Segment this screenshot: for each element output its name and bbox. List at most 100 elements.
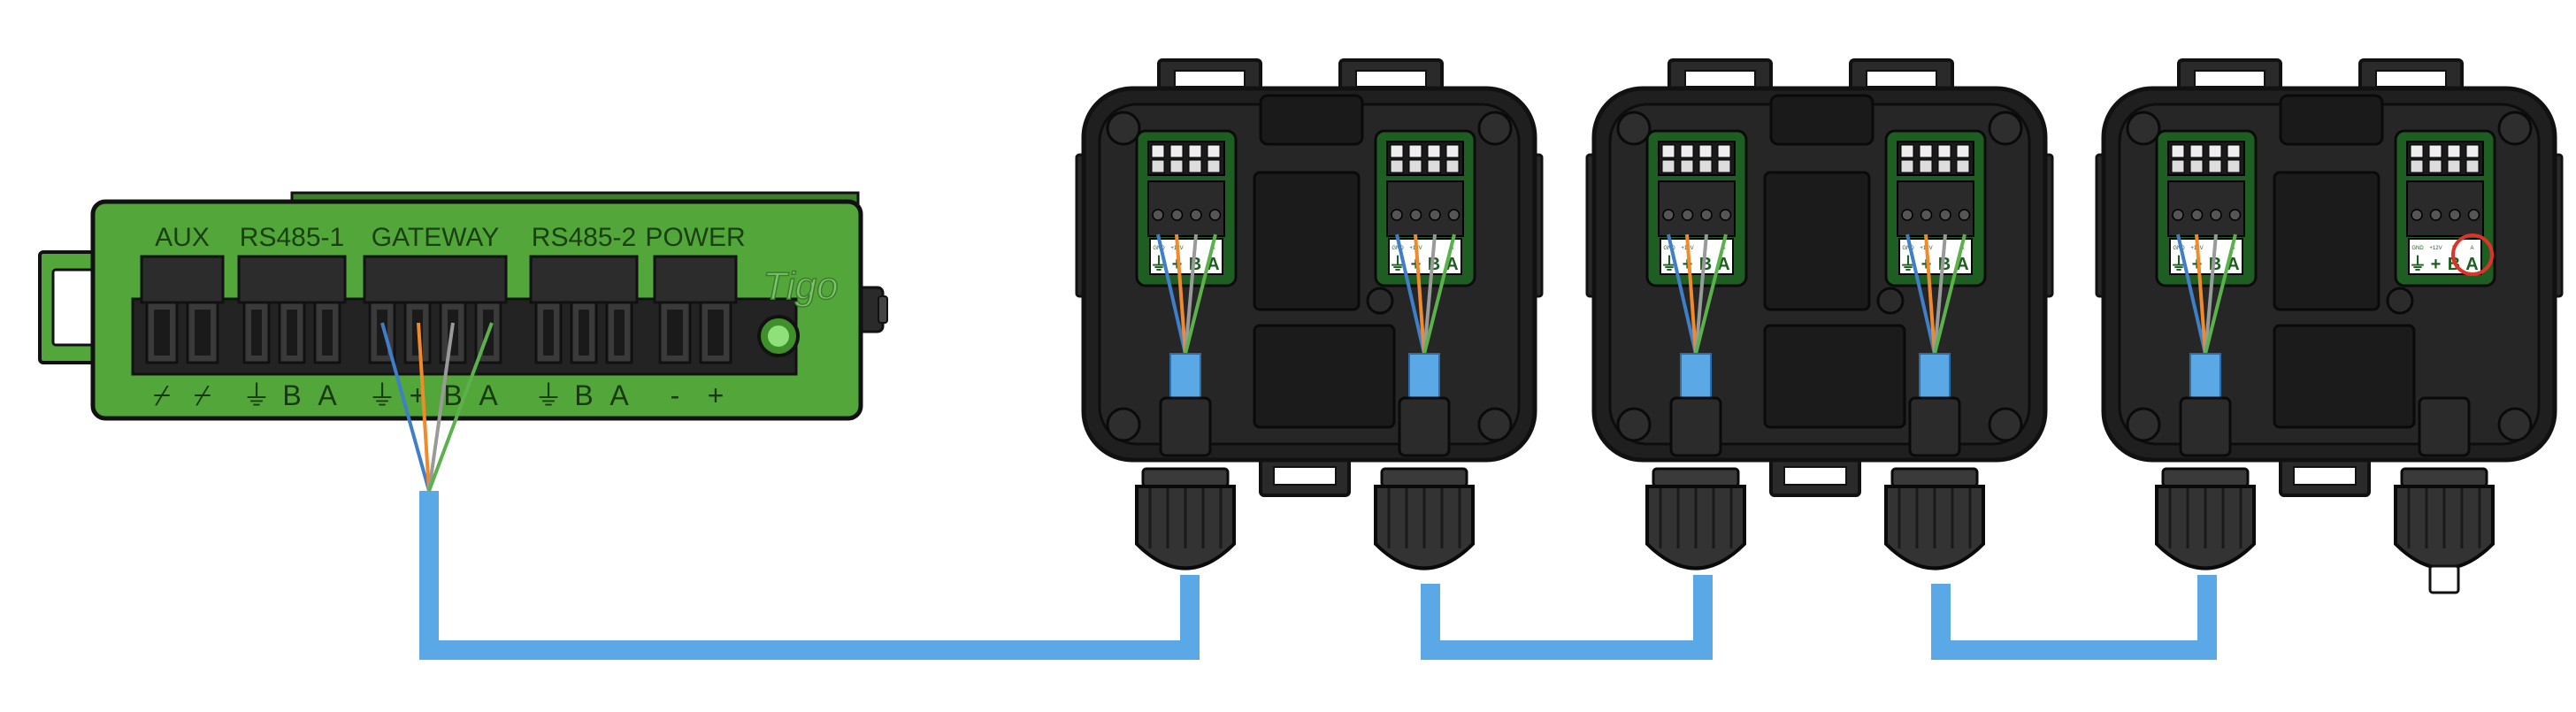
cable-entry	[1398, 396, 1451, 457]
cable-gland	[2155, 467, 2256, 570]
screw-terminal[interactable]	[1409, 209, 1422, 221]
screw-terminal[interactable]	[2190, 209, 2204, 221]
gland-plug	[2428, 564, 2460, 594]
cable-sheath	[1169, 353, 1201, 399]
screw-terminal[interactable]	[1447, 209, 1460, 221]
port-label: +	[1683, 255, 1693, 274]
wire-orange	[1175, 234, 1187, 355]
wire-gray	[1422, 234, 1437, 355]
screw-terminal[interactable]	[1700, 209, 1713, 221]
wire-green	[427, 322, 494, 492]
cable-gland	[1374, 467, 1475, 570]
screw-terminal[interactable]	[2210, 209, 2222, 221]
terminal-label: B	[282, 379, 301, 411]
screw-terminal[interactable]	[1208, 209, 1222, 221]
terminal-opening	[195, 310, 211, 356]
terminal-label: ⏚	[534, 379, 563, 411]
cable-wires	[2176, 234, 2237, 355]
port-mini-label: GND	[2411, 246, 2424, 251]
corner-screw	[2497, 111, 2533, 146]
terminal-opening	[154, 310, 170, 356]
screw-terminal[interactable]	[2172, 209, 2184, 221]
screw-terminal[interactable]	[1681, 209, 1694, 221]
terminal-opening	[377, 310, 387, 356]
cable-sheath	[1408, 353, 1440, 399]
terminal-label: -	[671, 379, 680, 411]
screw-terminal[interactable]	[1170, 209, 1184, 221]
port-mini-label: GND	[1153, 246, 1165, 251]
port-label: +	[2192, 255, 2203, 274]
corner-screw	[1988, 111, 2023, 146]
section-aux: AUX⌿⌿	[140, 223, 225, 411]
corner-screw	[1616, 111, 1652, 146]
screw-terminal[interactable]	[2429, 209, 2442, 221]
cable-gland	[1884, 467, 1985, 570]
screw-terminal[interactable]	[1901, 209, 1913, 221]
screw-terminal[interactable]	[2228, 209, 2242, 221]
wire-gray	[2204, 234, 2218, 355]
brand-logo: Tigo	[763, 264, 838, 308]
cable-sheath	[1680, 353, 1712, 399]
port-mini-label: GND	[1663, 246, 1675, 251]
screw-terminal[interactable]	[1719, 209, 1732, 221]
wire-gray	[1933, 234, 1947, 355]
wire-blue	[1156, 234, 1187, 355]
center-panel-bottom	[2273, 324, 2416, 429]
port-label: +	[1172, 255, 1183, 274]
wire-green	[1694, 234, 1728, 355]
screw-terminal[interactable]	[2449, 209, 2461, 221]
wire-orange	[1685, 234, 1698, 355]
cable-wires	[1395, 234, 1456, 355]
terminal-label: ⌿	[153, 379, 170, 411]
terminal-label: B	[574, 379, 593, 411]
port-mini-label: GND	[1902, 246, 1914, 251]
screw-terminal[interactable]	[1662, 209, 1675, 221]
corner-screw	[1988, 407, 2023, 442]
screw-terminal[interactable]	[2467, 209, 2480, 221]
screw-terminal[interactable]	[1429, 209, 1441, 221]
wire-blue	[1905, 234, 1936, 355]
screw-terminal[interactable]	[1920, 209, 1933, 221]
screw-terminal[interactable]	[1152, 209, 1164, 221]
screw-terminal[interactable]	[1391, 209, 1403, 221]
cable-wires	[1667, 234, 1728, 355]
terminal-label: A	[479, 379, 498, 411]
cable-entry	[2418, 396, 2471, 457]
cable-box2-to-box3	[1931, 575, 2217, 660]
screw-terminal[interactable]	[2411, 209, 2423, 221]
terminal-label: ⌿	[194, 379, 211, 411]
port-label-strip	[2408, 238, 2482, 275]
port-mini-label: A	[2470, 246, 2473, 251]
corner-screw	[1477, 111, 1513, 146]
screw-terminal[interactable]	[1939, 209, 1951, 221]
center-panel-top	[2273, 171, 2380, 311]
screw-terminal[interactable]	[1190, 209, 1202, 221]
center-panel-top	[1253, 171, 1361, 311]
terminal-block-header	[363, 255, 508, 304]
cable-entry	[1159, 396, 1212, 457]
wire-green	[1184, 234, 1217, 355]
corner-screw	[1616, 407, 1652, 442]
cable-entry	[2179, 396, 2232, 457]
cable-entry	[1908, 396, 1961, 457]
cable-sheath	[1919, 353, 1951, 399]
terminal-block-header	[237, 255, 347, 304]
terminal-opening	[579, 310, 589, 356]
port-mini-label: GND	[1392, 246, 1404, 251]
port-label: +	[1411, 255, 1422, 274]
terminal-opening	[543, 310, 554, 356]
wire-gray	[1694, 234, 1708, 355]
cable-gland	[1645, 467, 1746, 570]
screw-terminal[interactable]	[1958, 209, 1971, 221]
